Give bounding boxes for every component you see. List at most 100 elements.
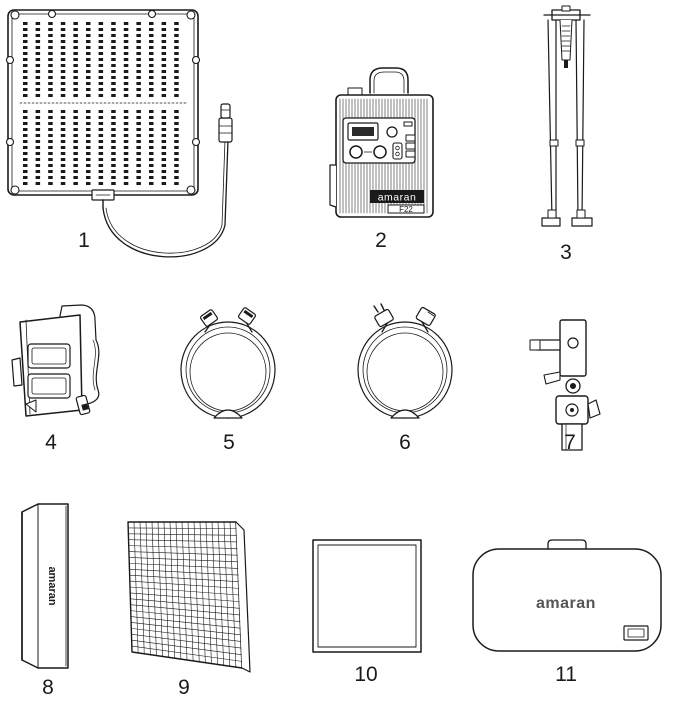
led [149,22,154,25]
led [60,182,66,185]
led [123,182,129,185]
grid-line-h [130,598,240,609]
led [60,88,66,91]
led [123,116,129,119]
led [174,34,179,37]
grid-line-h [131,633,242,649]
mount-bracket-illustration [529,319,601,451]
softbox-diffuser-illustration: amaran [21,503,69,669]
led [73,122,78,125]
led [48,76,53,79]
led [161,140,167,143]
led [149,140,154,143]
led [136,140,141,143]
led [98,158,104,161]
led [161,146,167,149]
led [136,152,141,155]
grid-line-h [128,533,237,536]
led [48,94,53,97]
led [174,52,179,55]
led [48,40,53,43]
led [136,52,141,55]
led [35,34,41,37]
led [48,52,53,55]
led [123,122,129,125]
led [60,76,66,79]
grid-line-h [130,628,242,642]
led [35,164,41,167]
led [161,76,167,79]
led [161,170,167,173]
led [73,88,78,91]
led [98,46,104,49]
led [73,34,78,37]
led [149,128,154,131]
led [23,64,28,67]
led [86,164,91,167]
led [174,64,179,67]
led [149,110,154,113]
led [123,152,129,155]
led [23,146,28,149]
led [23,46,28,49]
led [73,94,78,97]
light-panel-illustration [5,9,233,258]
grid-line-h [129,574,239,583]
led [98,182,104,185]
led [136,122,141,125]
led [123,94,129,97]
led [123,46,129,49]
led [111,22,116,25]
led [86,128,91,131]
led [23,88,28,91]
led [23,58,28,61]
grid-line-h [130,610,241,622]
led [111,116,116,119]
led [86,76,91,79]
led [136,170,141,173]
led [111,134,116,137]
led [123,76,129,79]
led [60,40,66,43]
led [161,28,167,31]
led [174,70,179,73]
led [73,110,78,113]
led [174,46,179,49]
led [60,128,66,131]
led [123,88,129,91]
diffusion-cloth-illustration [312,539,422,653]
led [98,34,104,37]
led [35,58,41,61]
led [111,88,116,91]
led [86,52,91,55]
led [86,134,91,137]
led [111,46,116,49]
grid-line-h [128,551,238,556]
led [86,146,91,149]
led [136,28,141,31]
led [98,94,104,97]
led [23,28,28,31]
led-array-bottom [23,110,179,185]
led [60,140,66,143]
led [98,22,104,25]
led [111,58,116,61]
led [60,52,66,55]
led [174,88,179,91]
led [86,22,91,25]
led [161,64,167,67]
led [35,158,41,161]
led [149,94,154,97]
led [98,52,104,55]
item-number-4: 4 [45,431,57,454]
dc-cable-illustration [180,307,276,419]
led [136,46,141,49]
led [123,82,129,85]
led [73,128,78,131]
led [174,22,179,25]
grid-line-h [129,568,239,576]
led [23,34,28,37]
led [73,52,78,55]
led [60,116,66,119]
